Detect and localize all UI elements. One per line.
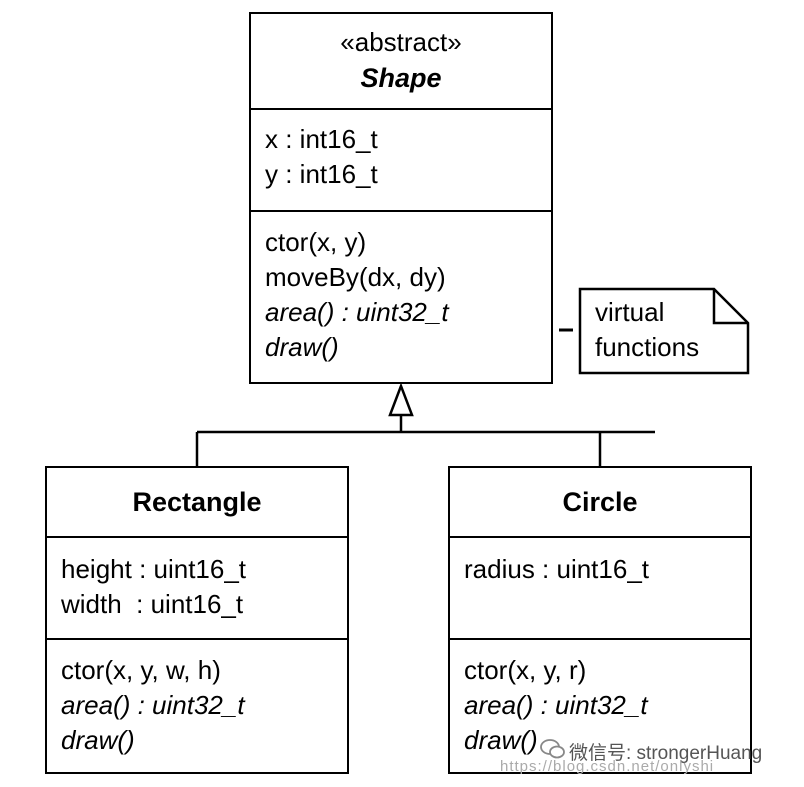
shape-stereotype: «abstract» [340, 27, 462, 57]
rectangle-attribute: height : uint16_t [61, 554, 247, 584]
class-shape: «abstract» Shape x : int16_t y : int16_t… [249, 12, 553, 384]
shape-operation: draw() [265, 332, 339, 362]
wechat-icon [540, 739, 565, 759]
shape-attribute: y : int16_t [265, 159, 378, 189]
shape-operation: area() : uint32_t [265, 297, 449, 327]
rectangle-attributes-compartment: height : uint16_t width : uint16_t [47, 536, 347, 638]
rectangle-name-compartment: Rectangle [47, 468, 347, 536]
shape-operation: ctor(x, y) [265, 227, 367, 257]
note-line: virtual [595, 297, 665, 327]
rectangle-class-name: Rectangle [132, 487, 262, 517]
note-shape [578, 287, 750, 375]
rectangle-operation: draw() [61, 725, 135, 755]
inheritance-arrowhead [388, 382, 414, 417]
class-circle: Circle radius : uint16_t ctor(x, y, r) a… [448, 466, 752, 774]
watermark-label: 微信号: strongerHuang [569, 743, 763, 764]
shape-class-name: Shape [360, 63, 442, 93]
circle-operation: draw() [464, 725, 538, 755]
rectangle-operation: ctor(x, y, w, h) [61, 655, 221, 685]
note-line: functions [595, 332, 700, 362]
circle-name-compartment: Circle [450, 468, 750, 536]
circle-attribute: radius : uint16_t [464, 554, 650, 584]
shape-operations-compartment: ctor(x, y) moveBy(dx, dy) area() : uint3… [251, 210, 551, 382]
circle-operations-compartment: ctor(x, y, r) area() : uint32_t draw() [450, 638, 750, 772]
shape-operation: moveBy(dx, dy) [265, 262, 446, 292]
circle-class-name: Circle [562, 487, 638, 517]
circle-attributes-compartment: radius : uint16_t [450, 536, 750, 638]
generalization-connector [195, 415, 655, 468]
shape-attributes-compartment: x : int16_t y : int16_t [251, 108, 551, 210]
rectangle-operations-compartment: ctor(x, y, w, h) area() : uint32_t draw(… [47, 638, 347, 772]
class-rectangle: Rectangle height : uint16_t width : uint… [45, 466, 349, 774]
rectangle-attribute: width : uint16_t [61, 589, 244, 619]
shape-attribute: x : int16_t [265, 124, 378, 154]
shape-name-compartment: «abstract» Shape [251, 14, 551, 108]
circle-operation: ctor(x, y, r) [464, 655, 587, 685]
rectangle-operation: area() : uint32_t [61, 690, 245, 720]
circle-operation: area() : uint32_t [464, 690, 648, 720]
watermark-url: https://blog.csdn.net/onlyshi [500, 758, 715, 775]
